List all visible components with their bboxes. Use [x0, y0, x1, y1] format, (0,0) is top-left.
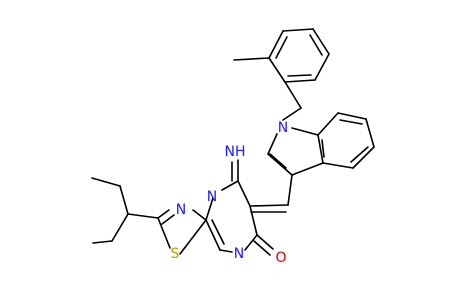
thiadiazole-sulfur-label: S — [171, 246, 180, 262]
imine-nh-label: NH — [225, 144, 246, 160]
atom-labels: N NH N N S N O — [171, 120, 289, 266]
pyrimidine-nitrogen-label: N — [234, 246, 244, 262]
carbonyl-oxygen-label: O — [275, 250, 286, 266]
thiadiazole-nitrogen-label: N — [176, 202, 186, 218]
bond-lines — [91, 28, 375, 256]
indole-nitrogen-label: N — [278, 120, 288, 136]
bridgehead-nitrogen-label: N — [207, 189, 217, 205]
